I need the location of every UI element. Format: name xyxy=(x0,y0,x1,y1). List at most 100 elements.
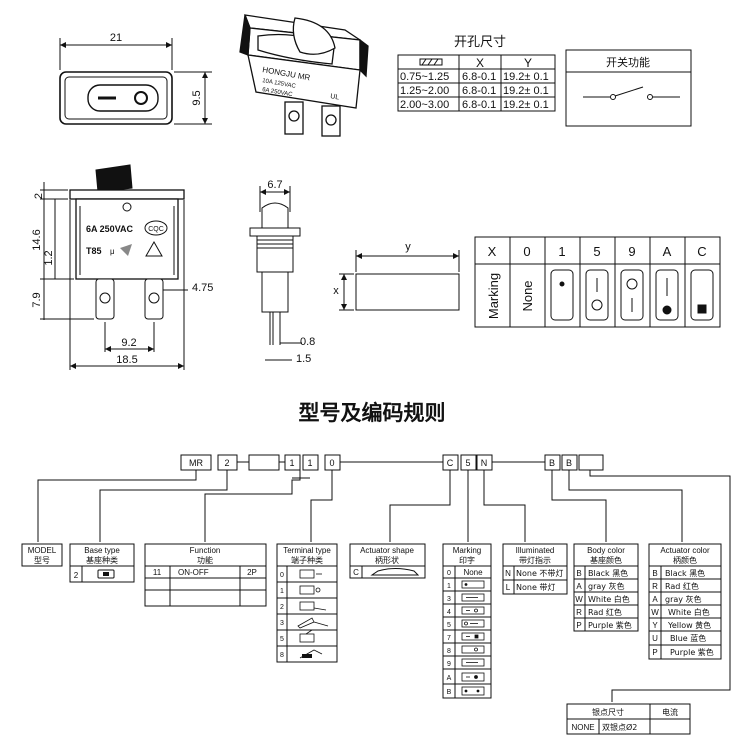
svg-text:NONE: NONE xyxy=(571,723,594,732)
svg-text:2P: 2P xyxy=(247,568,257,577)
base-type-box: Base type 基座种类 2 xyxy=(69,543,135,583)
marking-rows xyxy=(443,577,491,685)
top-height-dim: 9.5 xyxy=(191,90,203,105)
svg-text:B: B xyxy=(652,569,657,578)
svg-text:gray 灰色: gray 灰色 xyxy=(588,581,625,591)
svg-text:Rad 红色: Rad 红色 xyxy=(588,607,622,617)
svg-text:Actuator color: Actuator color xyxy=(660,546,710,555)
svg-text:2: 2 xyxy=(224,458,229,468)
side-dim-pin2: 1.5 xyxy=(296,353,311,365)
svg-text:基座颜色: 基座颜色 xyxy=(590,555,622,565)
marking-row-label: Marking xyxy=(486,273,501,319)
svg-text:Actuator shape: Actuator shape xyxy=(360,546,414,555)
connector-lines xyxy=(37,470,731,702)
svg-text:8: 8 xyxy=(447,648,451,655)
model-box: MODEL 型号 xyxy=(21,543,63,567)
svg-text:柄颜色: 柄颜色 xyxy=(673,555,697,565)
front-dim-width: 18.5 xyxy=(116,354,137,366)
svg-text:1: 1 xyxy=(280,588,284,595)
svg-text:Purple 紫色: Purple 紫色 xyxy=(670,647,714,657)
svg-text:B: B xyxy=(576,569,581,578)
svg-text:基座种类: 基座种类 xyxy=(86,555,118,565)
svg-text:双银点Ø2: 双银点Ø2 xyxy=(602,722,637,732)
marking-none: None xyxy=(520,280,535,311)
svg-text:gray 灰色: gray 灰色 xyxy=(665,594,702,604)
svg-text:0: 0 xyxy=(329,458,334,468)
svg-text:B: B xyxy=(566,458,572,468)
svg-text:ON-OFF: ON-OFF xyxy=(178,568,209,577)
svg-text:B: B xyxy=(447,689,452,696)
switch-function-box: 开关功能 xyxy=(565,49,692,127)
svg-text:Black 黑色: Black 黑色 xyxy=(665,568,705,578)
svg-text:5: 5 xyxy=(280,636,284,643)
svg-text:C: C xyxy=(447,458,454,468)
front-cqc: CQC xyxy=(148,226,164,233)
panel-thickness-icon xyxy=(419,58,443,66)
cqc-mark-icon xyxy=(144,220,168,236)
svg-text:19.2± 0.1: 19.2± 0.1 xyxy=(503,99,549,111)
cutout-x: x xyxy=(333,285,339,297)
actuator-shape-box: Actuator shape 柄形状 C xyxy=(349,543,426,579)
cutout-diagram: y x xyxy=(333,241,460,311)
svg-text:Blue 蓝色: Blue 蓝色 xyxy=(670,633,706,643)
svg-text:2: 2 xyxy=(74,571,79,580)
svg-text:Body color: Body color xyxy=(587,546,625,555)
svg-text:1: 1 xyxy=(558,244,565,259)
svg-text:A: A xyxy=(447,675,452,682)
svg-text:P: P xyxy=(652,648,657,657)
front-dim-pitch: 9.2 xyxy=(121,337,136,349)
iso-rating1: 10A 125VAC xyxy=(262,78,297,90)
front-dim-mid: 1.2 xyxy=(43,250,55,265)
svg-text:6.8-0.1: 6.8-0.1 xyxy=(462,99,496,111)
svg-text:C: C xyxy=(697,244,706,259)
svg-text:11: 11 xyxy=(153,568,162,577)
section-title: 型号及编码规则 xyxy=(299,401,446,425)
base-shape-icon xyxy=(97,569,115,579)
svg-text:Rad 红色: Rad 红色 xyxy=(665,581,699,591)
svg-text:R: R xyxy=(652,582,658,591)
svg-text:Y: Y xyxy=(524,56,532,70)
front-dim-term: 7.9 xyxy=(31,292,43,307)
svg-text:0: 0 xyxy=(280,572,284,579)
front-rating: 6A 250VAC xyxy=(86,224,134,234)
svg-text:电流: 电流 xyxy=(662,707,678,717)
hole-table: 开孔尺寸 X Y 0.75~1.25 6.8-0.1 19.2± 0.1 1.2… xyxy=(397,35,556,112)
svg-text:19.2± 0.1: 19.2± 0.1 xyxy=(503,85,549,97)
svg-text:B: B xyxy=(549,458,555,468)
top-view: 21 9.5 xyxy=(59,32,212,125)
svg-text:U: U xyxy=(652,634,658,643)
illuminated-box: Illuminated 带灯指示 N None 不带灯 L None 带灯 xyxy=(502,543,568,595)
svg-text:3: 3 xyxy=(447,596,451,603)
svg-text:C: C xyxy=(353,568,359,577)
svg-text:5: 5 xyxy=(593,244,600,259)
svg-text:Y: Y xyxy=(652,621,658,630)
warning-mark-icon xyxy=(145,240,163,257)
front-view: 6A 250VAC CQC T85 μ 2 14.6 1.2 7.9 4.75 … xyxy=(31,164,213,370)
svg-text:1: 1 xyxy=(289,458,294,468)
actuator-color-box: Actuator color 柄颜色 B Black 黑色 R Rad 红色 A… xyxy=(648,543,722,660)
svg-text:Function: Function xyxy=(190,546,221,555)
svg-text:W: W xyxy=(651,608,659,617)
svg-text:8: 8 xyxy=(280,652,284,659)
svg-text:银点尺寸: 银点尺寸 xyxy=(592,707,624,717)
iso-switch: HONGJU MR 10A 125VAC 6A 250VAC UL xyxy=(239,14,369,137)
svg-text:功能: 功能 xyxy=(197,555,213,565)
terminal-icon xyxy=(297,569,329,659)
svg-text:9: 9 xyxy=(628,244,635,259)
switch-function-title: 开关功能 xyxy=(606,55,650,69)
svg-text:6.8-0.1: 6.8-0.1 xyxy=(462,85,496,97)
terminal-type-box: Terminal type 端子种类 0 1 2 3 5 8 xyxy=(276,543,338,663)
svg-text:A: A xyxy=(663,244,672,259)
contact-box: 银点尺寸 电流 NONE 双银点Ø2 xyxy=(566,703,691,735)
marking-box: Marking 印字 0 None 1 3 4 5 7 8 9 A B xyxy=(442,543,492,699)
svg-text:P: P xyxy=(576,621,581,630)
code-box-func2 xyxy=(302,454,319,471)
code-box-contact xyxy=(578,454,604,471)
svg-text:White 白色: White 白色 xyxy=(668,607,710,617)
actuator-shape-icon xyxy=(370,568,420,576)
top-width-dim: 21 xyxy=(110,32,122,44)
function-box: Function 功能 11 ON-OFF 2P xyxy=(144,543,267,607)
front-mu: μ xyxy=(110,247,115,256)
svg-text:R: R xyxy=(576,608,582,617)
svg-text:W: W xyxy=(575,595,583,604)
